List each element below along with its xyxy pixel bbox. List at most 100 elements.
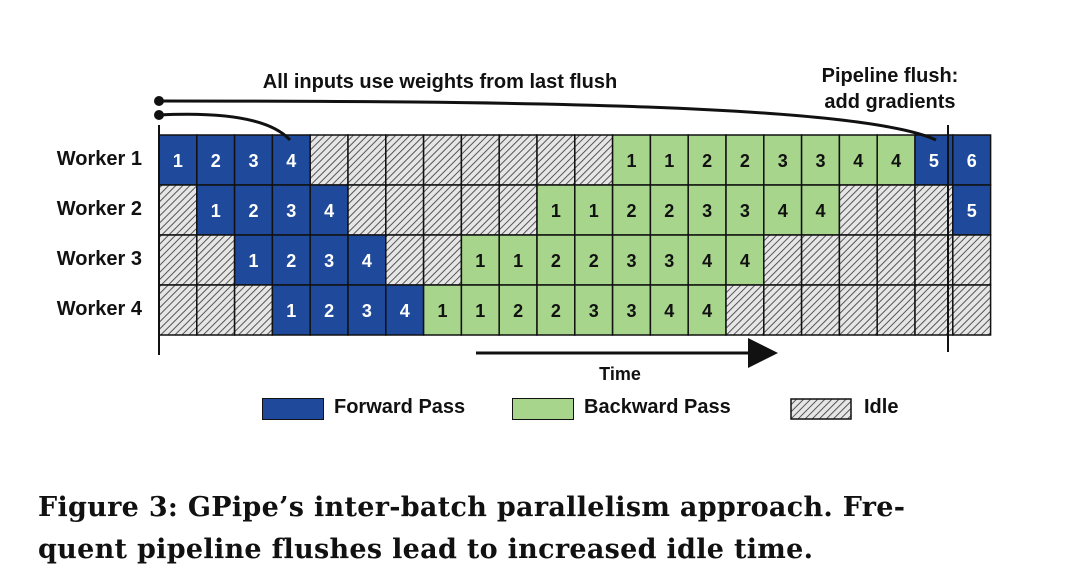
cell-w1-t5 [309,134,349,186]
worker-label-4: Worker 4 [56,298,142,320]
cell-label-w3-t4: 2 [286,251,296,271]
cell-label-w1-t22: 6 [967,151,977,171]
cell-label-w2-t16: 3 [740,201,750,221]
cell-w2-t16 [725,184,765,236]
cell-label-w1-t13: 1 [626,151,636,171]
cell-w1-t7 [385,134,425,186]
cell-w1-t16 [725,134,765,186]
cell-label-w3-t15: 4 [702,251,712,271]
cell-w4-t16 [725,284,765,336]
cell-label-w4-t12: 3 [589,301,599,321]
cell-label-w1-t17: 3 [778,151,788,171]
cell-label-w1-t19: 4 [853,151,863,171]
cell-w2-t11 [536,184,576,236]
cell-label-w3-t3: 1 [248,251,258,271]
cell-label-w4-t15: 4 [702,301,712,321]
cell-label-w3-t11: 2 [551,251,561,271]
cell-w4-t11 [536,284,576,336]
cell-w4-t9 [460,284,500,336]
cell-label-w4-t14: 4 [664,301,674,321]
cell-label-w4-t10: 2 [513,301,523,321]
cell-label-w4-t13: 3 [626,301,636,321]
cell-label-w3-t6: 4 [362,251,372,271]
cell-w2-t9 [460,184,500,236]
cell-w4-t5 [309,284,349,336]
cell-label-w4-t9: 1 [475,301,485,321]
cell-w4-t1 [158,284,198,336]
cell-w1-t12 [574,134,614,186]
cell-label-w4-t5: 2 [324,301,334,321]
cell-w2-t13 [611,184,652,236]
worker-label-2: Worker 2 [56,198,142,220]
cell-label-w2-t15: 3 [702,201,712,221]
cell-w3-t1 [158,234,198,286]
cell-label-w2-t22: 5 [967,201,977,221]
cell-label-w3-t5: 3 [324,251,334,271]
cell-label-w1-t1: 1 [173,151,183,171]
cell-w2-t19 [838,184,878,236]
cell-label-w2-t18: 4 [815,201,825,221]
cell-w1-t19 [838,134,878,186]
cell-label-w2-t12: 1 [589,201,599,221]
cell-w1-t22 [952,134,992,186]
legend-idle-label: Idle [864,396,899,418]
cell-label-w2-t14: 2 [664,201,674,221]
cell-w3-t18 [800,234,841,286]
cell-label-w4-t8: 1 [437,301,447,321]
cell-w4-t17 [763,284,803,336]
cell-label-w1-t15: 2 [702,151,712,171]
cell-label-w1-t3: 3 [248,151,258,171]
weights-curve-long [158,99,937,142]
cell-label-w4-t4: 1 [286,301,296,321]
cell-w3-t21 [914,234,954,286]
cell-label-w1-t2: 2 [211,151,221,171]
cell-w1-t18 [800,134,841,186]
cell-label-w2-t5: 4 [324,201,334,221]
cell-w1-t14 [649,134,689,186]
figure-caption-line1: Figure 3: GPipe’s inter-batch parallelis… [38,492,906,523]
cell-label-w2-t13: 2 [626,201,636,221]
cell-w2-t8 [422,184,463,236]
cell-label-w2-t2: 1 [211,201,221,221]
cell-w4-t6 [347,284,387,336]
legend-forward-swatch [262,398,324,420]
cell-w4-t13 [611,284,652,336]
cell-w2-t3 [233,184,274,236]
cell-w3-t20 [876,234,916,286]
cell-w1-t20 [876,134,916,186]
cell-label-w3-t12: 2 [589,251,599,271]
cell-w1-t6 [347,134,387,186]
cell-w4-t21 [914,284,954,336]
cell-label-w1-t20: 4 [891,151,901,171]
cell-w2-t7 [385,184,425,236]
cell-w3-t19 [838,234,878,286]
cell-label-w2-t11: 1 [551,201,561,221]
legend-idle-swatch [790,398,852,420]
legend-backward-swatch [512,398,574,420]
worker-label-1: Worker 1 [56,148,142,170]
cell-w4-t10 [498,284,538,336]
cell-w4-t4 [271,284,311,336]
time-label: Time [599,364,641,384]
cell-w1-t21 [914,134,954,186]
cell-w2-t22 [952,184,992,236]
cell-w2-t4 [271,184,311,236]
cell-label-w3-t10: 1 [513,251,523,271]
cell-w2-t6 [347,184,387,236]
legend-backward-label: Backward Pass [584,396,731,418]
cell-w4-t12 [574,284,614,336]
cell-w2-t1 [158,184,198,236]
cell-label-w4-t11: 2 [551,301,561,321]
cell-w1-t11 [536,134,576,186]
cell-w2-t2 [196,184,236,236]
legend-forward-label: Forward Pass [334,396,466,418]
cell-w4-t20 [876,284,916,336]
cell-w1-t10 [498,134,538,186]
cell-label-w2-t3: 2 [248,201,258,221]
cell-label-w1-t18: 3 [815,151,825,171]
cell-w4-t18 [800,284,841,336]
cell-label-w1-t14: 1 [664,151,674,171]
cell-label-w4-t7: 4 [400,301,410,321]
